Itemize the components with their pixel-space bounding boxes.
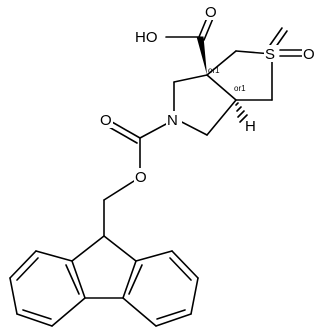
bond-left-inner-2 bbox=[22, 309, 52, 320]
bond-left-c4-c4b bbox=[51, 297, 86, 327]
bond-right-c6-c5 bbox=[155, 313, 192, 327]
stereo-labels: or1 or1 bbox=[208, 66, 246, 93]
bond-carbamate-c-o-double-a bbox=[111, 121, 141, 139]
bond-s-o-up-a bbox=[269, 27, 283, 46]
bicyclic-core-bonds bbox=[173, 36, 273, 136]
carbamate-bonds bbox=[103, 121, 169, 237]
bond-c1-c6a bbox=[206, 99, 237, 136]
carboxyl-oxygen-label: O bbox=[205, 4, 217, 21]
bond-c9a-c4b bbox=[71, 260, 86, 299]
sulfur-label: S bbox=[265, 46, 275, 63]
stereo-label-c3a: or1 bbox=[208, 66, 220, 75]
bond-left-c3-c4 bbox=[16, 313, 53, 327]
bond-left-c1-c2 bbox=[9, 250, 37, 279]
bond-n-carbamate-c bbox=[139, 122, 169, 139]
bond-c9-c9a bbox=[71, 235, 105, 262]
carbamate-oxygen-label: O bbox=[100, 112, 112, 129]
nitrogen-label: N bbox=[167, 112, 178, 129]
bond-right-inner-2 bbox=[156, 309, 186, 320]
sulfonyl-oxygen-label: O bbox=[303, 46, 315, 63]
ester-oxygen-label: O bbox=[135, 169, 147, 186]
ring-hydrogen-label: H bbox=[245, 118, 256, 135]
atom-labels: HO O S O N O O H bbox=[99, 3, 316, 186]
bond-left-inner-1 bbox=[16, 257, 39, 281]
bond-c3a-c3 bbox=[173, 74, 208, 83]
carboxyl-hydroxyl-label: HO bbox=[135, 29, 158, 46]
fluorene-bonds bbox=[9, 235, 199, 327]
bond-right-inner-1 bbox=[169, 257, 192, 281]
wedge-bond-c3a-carboxyl bbox=[196, 36, 207, 75]
bond-c8a-c4a bbox=[122, 260, 137, 299]
bond-right-c7-c6 bbox=[190, 277, 199, 315]
bond-c9-c8a bbox=[103, 235, 137, 262]
bond-c3a-c6a bbox=[206, 74, 237, 101]
bond-right-c8-c7 bbox=[171, 250, 199, 279]
bond-right-c5-c4a bbox=[122, 297, 157, 327]
bond-left-c2-c3 bbox=[9, 277, 18, 315]
bond-c3a-c4 bbox=[206, 50, 237, 76]
hashed-bond-c6a-h bbox=[235, 102, 248, 123]
stereo-label-c6a: or1 bbox=[234, 84, 246, 93]
bond-right-c8a-c8 bbox=[135, 250, 173, 262]
bond-left-inner-3 bbox=[65, 264, 80, 295]
bond-left-c9a-c1 bbox=[35, 250, 73, 262]
bond-right-inner-3 bbox=[128, 264, 143, 295]
bond-carbamate-c-o-double-b bbox=[108, 126, 138, 144]
bond-ester-o-ch2 bbox=[103, 180, 135, 201]
